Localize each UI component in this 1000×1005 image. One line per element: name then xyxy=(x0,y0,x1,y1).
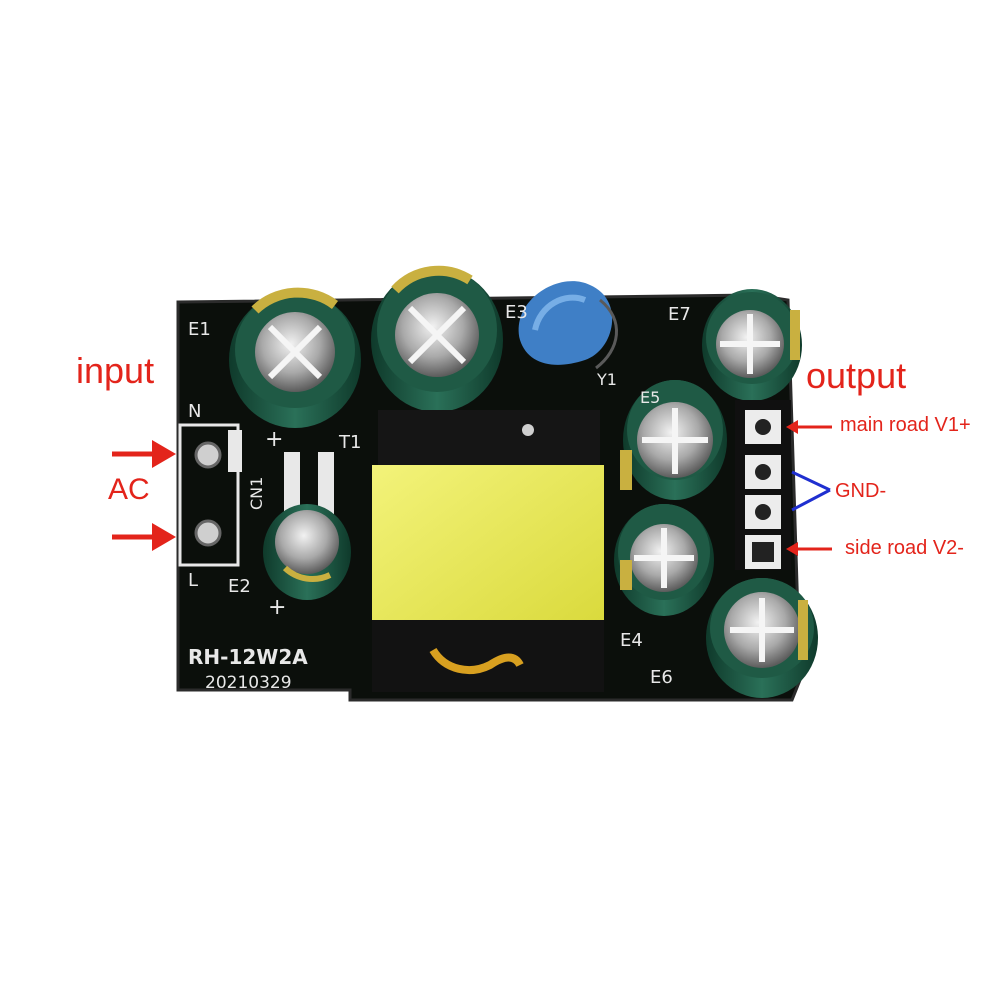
ac-terminal-pin-l xyxy=(194,519,222,547)
capacitor-e5 xyxy=(620,380,727,500)
side-road-pointer xyxy=(786,542,832,556)
t1-slot-left xyxy=(284,452,300,514)
silk-e7: E7 xyxy=(668,304,691,325)
silk-n: N xyxy=(188,401,201,422)
ac-arrow-bottom xyxy=(112,523,176,551)
capacitor-e2 xyxy=(263,504,351,600)
silk-e4: E4 xyxy=(620,630,643,651)
silk-e5: E5 xyxy=(640,388,660,407)
input-label: input xyxy=(76,350,155,391)
silk-e1: E1 xyxy=(188,319,211,340)
ac-terminal-outline xyxy=(178,423,240,567)
silk-l: L xyxy=(188,570,198,591)
capacitor-e1 xyxy=(229,287,361,428)
capacitor-e6 xyxy=(706,578,818,698)
gnd-label: GND- xyxy=(835,480,887,502)
silk-cn1: CN1 xyxy=(247,477,266,510)
board-date: 20210329 xyxy=(205,673,292,693)
capacitor-e3 xyxy=(371,265,503,412)
y-capacitor-y1 xyxy=(518,281,618,370)
gnd-pointer xyxy=(791,470,831,512)
capacitor-e7 xyxy=(702,289,802,401)
silk-t1: T1 xyxy=(338,432,361,453)
t1-slot-right xyxy=(318,452,334,514)
transformer-t1 xyxy=(372,410,604,692)
output-header xyxy=(735,400,791,570)
ac-terminal-pin-n xyxy=(194,441,222,469)
silk-e6: E6 xyxy=(650,667,673,688)
silk-e2: E2 xyxy=(228,576,251,597)
capacitor-e4 xyxy=(614,504,714,616)
ac-label: AC xyxy=(108,473,150,506)
ac-arrow-top xyxy=(112,440,176,468)
side-road-label: side road V2- xyxy=(845,537,964,559)
main-road-pointer xyxy=(786,420,832,434)
output-label: output xyxy=(806,355,907,396)
silk-y1: Y1 xyxy=(596,370,617,389)
silk-e3: E3 xyxy=(505,302,528,323)
board-model: RH-12W2A xyxy=(188,645,308,669)
main-road-label: main road V1+ xyxy=(840,414,971,436)
silk-plus-e1: + xyxy=(265,427,283,452)
silk-plus-e2: + xyxy=(268,595,286,620)
